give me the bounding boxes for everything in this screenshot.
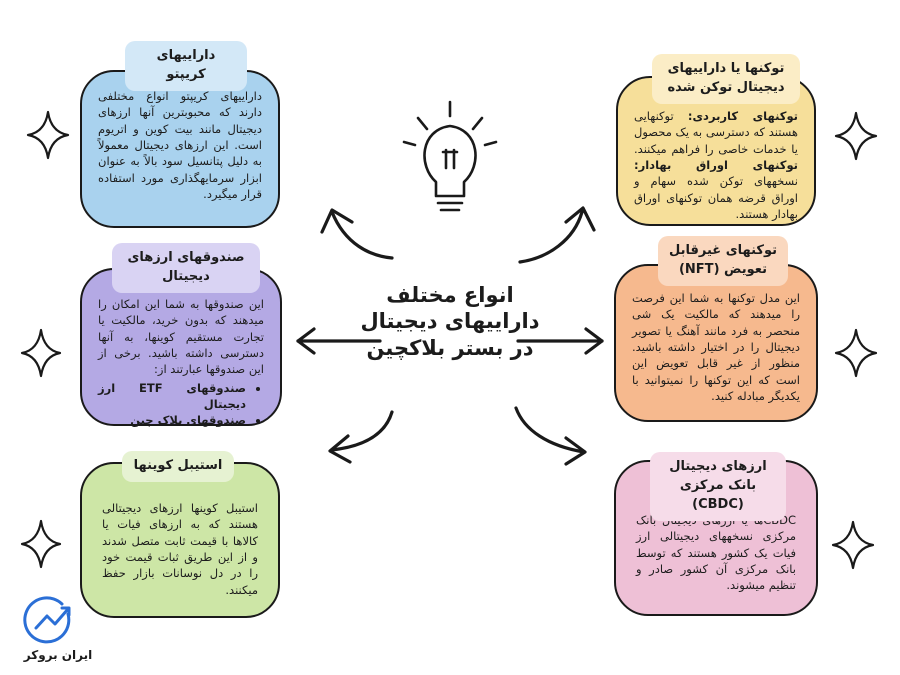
crypto-funds-title: صندوقهای ارزهای دیجیتال xyxy=(112,243,260,293)
sparkle-icon xyxy=(831,520,875,570)
security-tokens-text: نسخههای توکن شده سهام و اوراق قرضه همان … xyxy=(634,174,798,221)
brand-name: ایران بروکر xyxy=(23,648,93,662)
cbdc-title: ارزهای دیجیتال بانک مرکزی (CBDC) xyxy=(650,452,786,521)
sparkle-icon xyxy=(834,328,878,378)
brand-logo-icon xyxy=(23,596,71,644)
nft-title: توکنهای غیرقابل تعویض (NFT) xyxy=(658,236,788,286)
sparkle-icon xyxy=(20,328,62,378)
sparkle-icon xyxy=(20,519,62,569)
crypto-funds-box: این صندوقها به شما این امکان را میدهند ک… xyxy=(80,268,282,429)
sparkle-icon xyxy=(26,110,70,160)
nft-box: این مدل توکنها به شما این فرصت را میدهند… xyxy=(614,264,818,422)
arrow-top-right xyxy=(518,210,584,264)
security-tokens-label: توکنهای اوراق بهادار: xyxy=(634,157,798,172)
crypto-assets-text: داراییهای کریپتو انواع مختلفی دارند که م… xyxy=(98,89,262,201)
arrow-bottom-left xyxy=(330,410,394,452)
crypto-funds-text: این صندوقها به شما این امکان را میدهند ک… xyxy=(98,297,264,377)
crypto-funds-list: صندوقهای ETF ارز دیجیتال صندوقهای بلاک چ… xyxy=(98,380,246,429)
list-item: صندوقهای ETF ارز دیجیتال xyxy=(98,380,246,413)
lightbulb-icon xyxy=(402,100,498,212)
crypto-assets-box: داراییهای کریپتو انواع مختلفی دارند که م… xyxy=(80,70,280,228)
arrow-bottom-right xyxy=(514,406,586,454)
tokens-title: توکنها یا داراییهای دیجیتال توکن شده xyxy=(652,54,800,104)
stablecoins-title: استیبل کوینها xyxy=(122,451,234,482)
sparkle-icon xyxy=(834,111,878,161)
utility-tokens-text: توکنهایی هستند که دسترسی به یک محصول یا … xyxy=(634,109,798,156)
stablecoins-box: استیبل کوینها ارزهای دیجیتالی هستند که ب… xyxy=(80,462,280,618)
nft-text: این مدل توکنها به شما این فرصت را میدهند… xyxy=(632,291,800,403)
center-title: انواع مختلف داراییهای دیجیتال در بستر بل… xyxy=(360,283,540,360)
arrow-top-left xyxy=(330,210,394,260)
crypto-assets-title: داراییهای کریپتو xyxy=(125,41,247,91)
cbdc-text: CBDCها یا ارزهای دیجیتال بانک مرکزی نسخه… xyxy=(636,513,796,593)
utility-tokens-label: توکنهای کاربردی: xyxy=(687,109,798,123)
stablecoins-text: استیبل کوینها ارزهای دیجیتالی هستند که ب… xyxy=(102,501,258,597)
tokens-text: توکنهای کاربردی: توکنهایی هستند که دسترس… xyxy=(634,108,798,222)
list-item: صندوقهای بلاک چین xyxy=(98,412,246,428)
